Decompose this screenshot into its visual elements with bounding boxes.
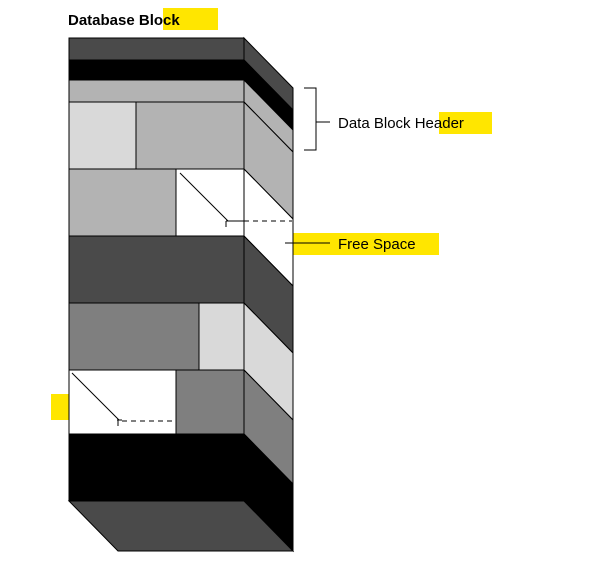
diagram-title: Database Block	[68, 12, 180, 29]
free-space-pointer-upper	[179, 172, 292, 227]
block-side-face	[243, 36, 294, 553]
title-highlight	[163, 8, 218, 30]
free-space-highlight	[269, 233, 439, 255]
row-cell-pale	[198, 302, 245, 371]
free-space-pointer-lower	[71, 372, 176, 426]
header-label-plain: Data Block	[338, 115, 415, 132]
row-dark	[68, 235, 245, 304]
header-cell-gray	[135, 101, 245, 170]
header-row-black	[68, 59, 245, 81]
header-cell-pale	[68, 101, 137, 170]
header-bracket	[304, 87, 330, 151]
header-row-dark	[68, 37, 245, 61]
title-plain: Database	[68, 12, 139, 29]
header-label-highlight	[439, 112, 492, 134]
header-label-tail: er	[451, 115, 464, 132]
row-cell-mid-right	[175, 369, 245, 435]
row-black-bottom	[68, 433, 245, 502]
block-bottom-face	[67, 500, 295, 552]
title-highlight-word: Block	[139, 12, 181, 29]
row-cell-mid	[68, 302, 200, 371]
header-label-highlight-part: Head	[415, 115, 451, 132]
data-block-header-label: Data Block Header	[338, 115, 464, 132]
row-cell-gray	[68, 168, 177, 237]
pointer-diagonal-lower	[71, 372, 120, 421]
pointer-diagonal	[179, 172, 229, 222]
header-row-gray	[68, 79, 245, 103]
free-space-cell-lower	[68, 369, 177, 435]
bracket-line	[304, 87, 317, 151]
free-space-label: Free Space	[338, 236, 416, 253]
block-front-face	[68, 37, 245, 502]
